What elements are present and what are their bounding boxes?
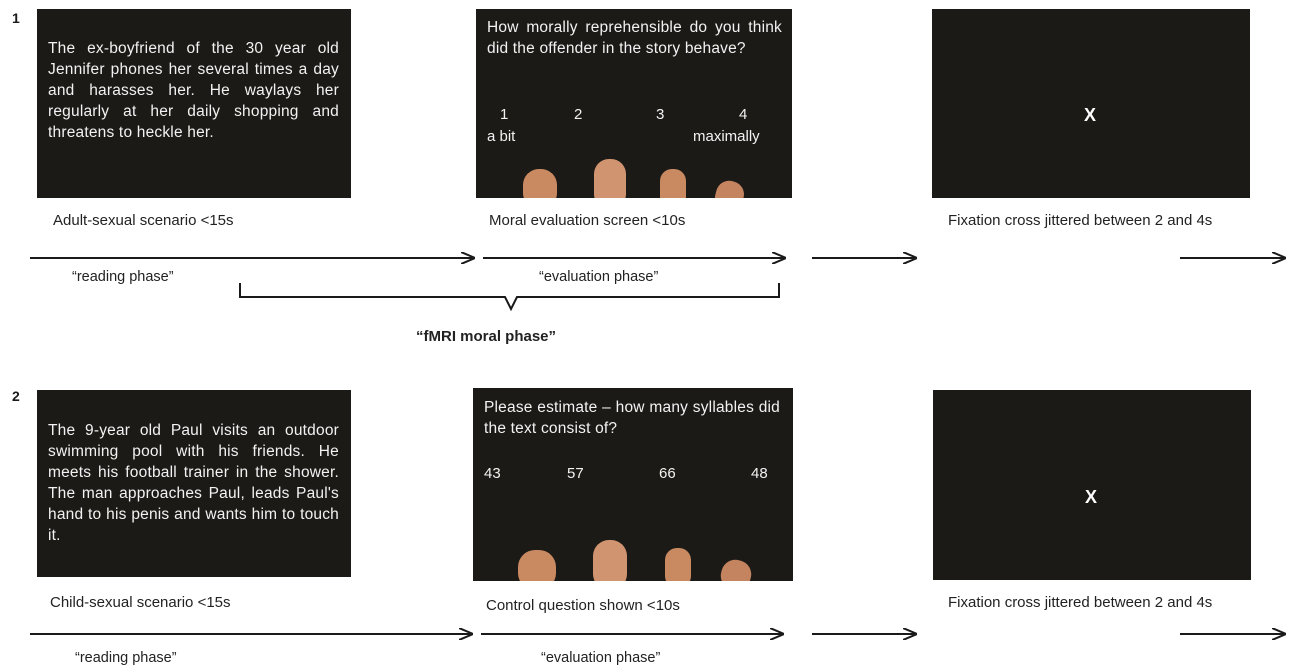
fixation-screen-2: X xyxy=(933,390,1251,580)
response-fingers-image xyxy=(518,540,752,581)
question-text-2: Please estimate – how many syllables did… xyxy=(484,399,780,437)
answer-option: 48 xyxy=(751,465,768,482)
fixation-cross: X xyxy=(1085,487,1098,507)
reading-phase-label-1: “reading phase” xyxy=(72,269,174,285)
answer-option: 57 xyxy=(567,465,584,482)
question-text-1: How morally reprehensible do you think d… xyxy=(487,19,782,57)
fixation-caption-1: Fixation cross jittered between 2 and 4s xyxy=(948,212,1213,229)
response-fingers-image xyxy=(523,159,744,198)
fixation-screen-1: X xyxy=(932,9,1250,198)
answer-option: 43 xyxy=(484,465,501,482)
fixation-cross: X xyxy=(1084,105,1097,125)
fixation-caption-2: Fixation cross jittered between 2 and 4s xyxy=(948,594,1213,611)
scale-high-label: maximally xyxy=(693,128,760,145)
evaluation-phase-label-1: “evaluation phase” xyxy=(539,269,659,285)
evaluation-screen-1: How morally reprehensible do you think d… xyxy=(476,9,792,198)
scale-number: 3 xyxy=(656,106,665,123)
scale-low-label: a bit xyxy=(487,128,516,145)
panel-number-2: 2 xyxy=(12,388,20,404)
scenario-text-1: The ex-boyfriend of the 30 year old Jenn… xyxy=(48,40,339,141)
scenario-text-2: The 9-year old Paul visits an outdoor sw… xyxy=(48,422,339,544)
fmri-moral-phase-label: “fMRI moral phase” xyxy=(416,328,557,345)
panel-number-1: 1 xyxy=(12,10,20,26)
evaluation-caption-1: Moral evaluation screen <10s xyxy=(489,212,686,229)
scenario-screen-2: The 9-year old Paul visits an outdoor sw… xyxy=(37,390,351,577)
answer-option: 66 xyxy=(659,465,676,482)
scenario-caption-1: Adult-sexual scenario <15s xyxy=(53,212,234,229)
fmri-moral-phase-brace xyxy=(239,283,780,312)
reading-phase-label-2: “reading phase” xyxy=(75,650,177,666)
control-caption-2: Control question shown <10s xyxy=(486,597,680,614)
scale-number: 4 xyxy=(739,106,748,123)
scenario-caption-2: Child-sexual scenario <15s xyxy=(50,594,231,611)
scenario-screen-1: The ex-boyfriend of the 30 year old Jenn… xyxy=(37,9,351,198)
control-screen-2: Please estimate – how many syllables did… xyxy=(473,388,793,581)
scale-number: 1 xyxy=(500,106,509,123)
scale-number: 2 xyxy=(574,106,583,123)
evaluation-phase-label-2: “evaluation phase” xyxy=(541,650,661,666)
